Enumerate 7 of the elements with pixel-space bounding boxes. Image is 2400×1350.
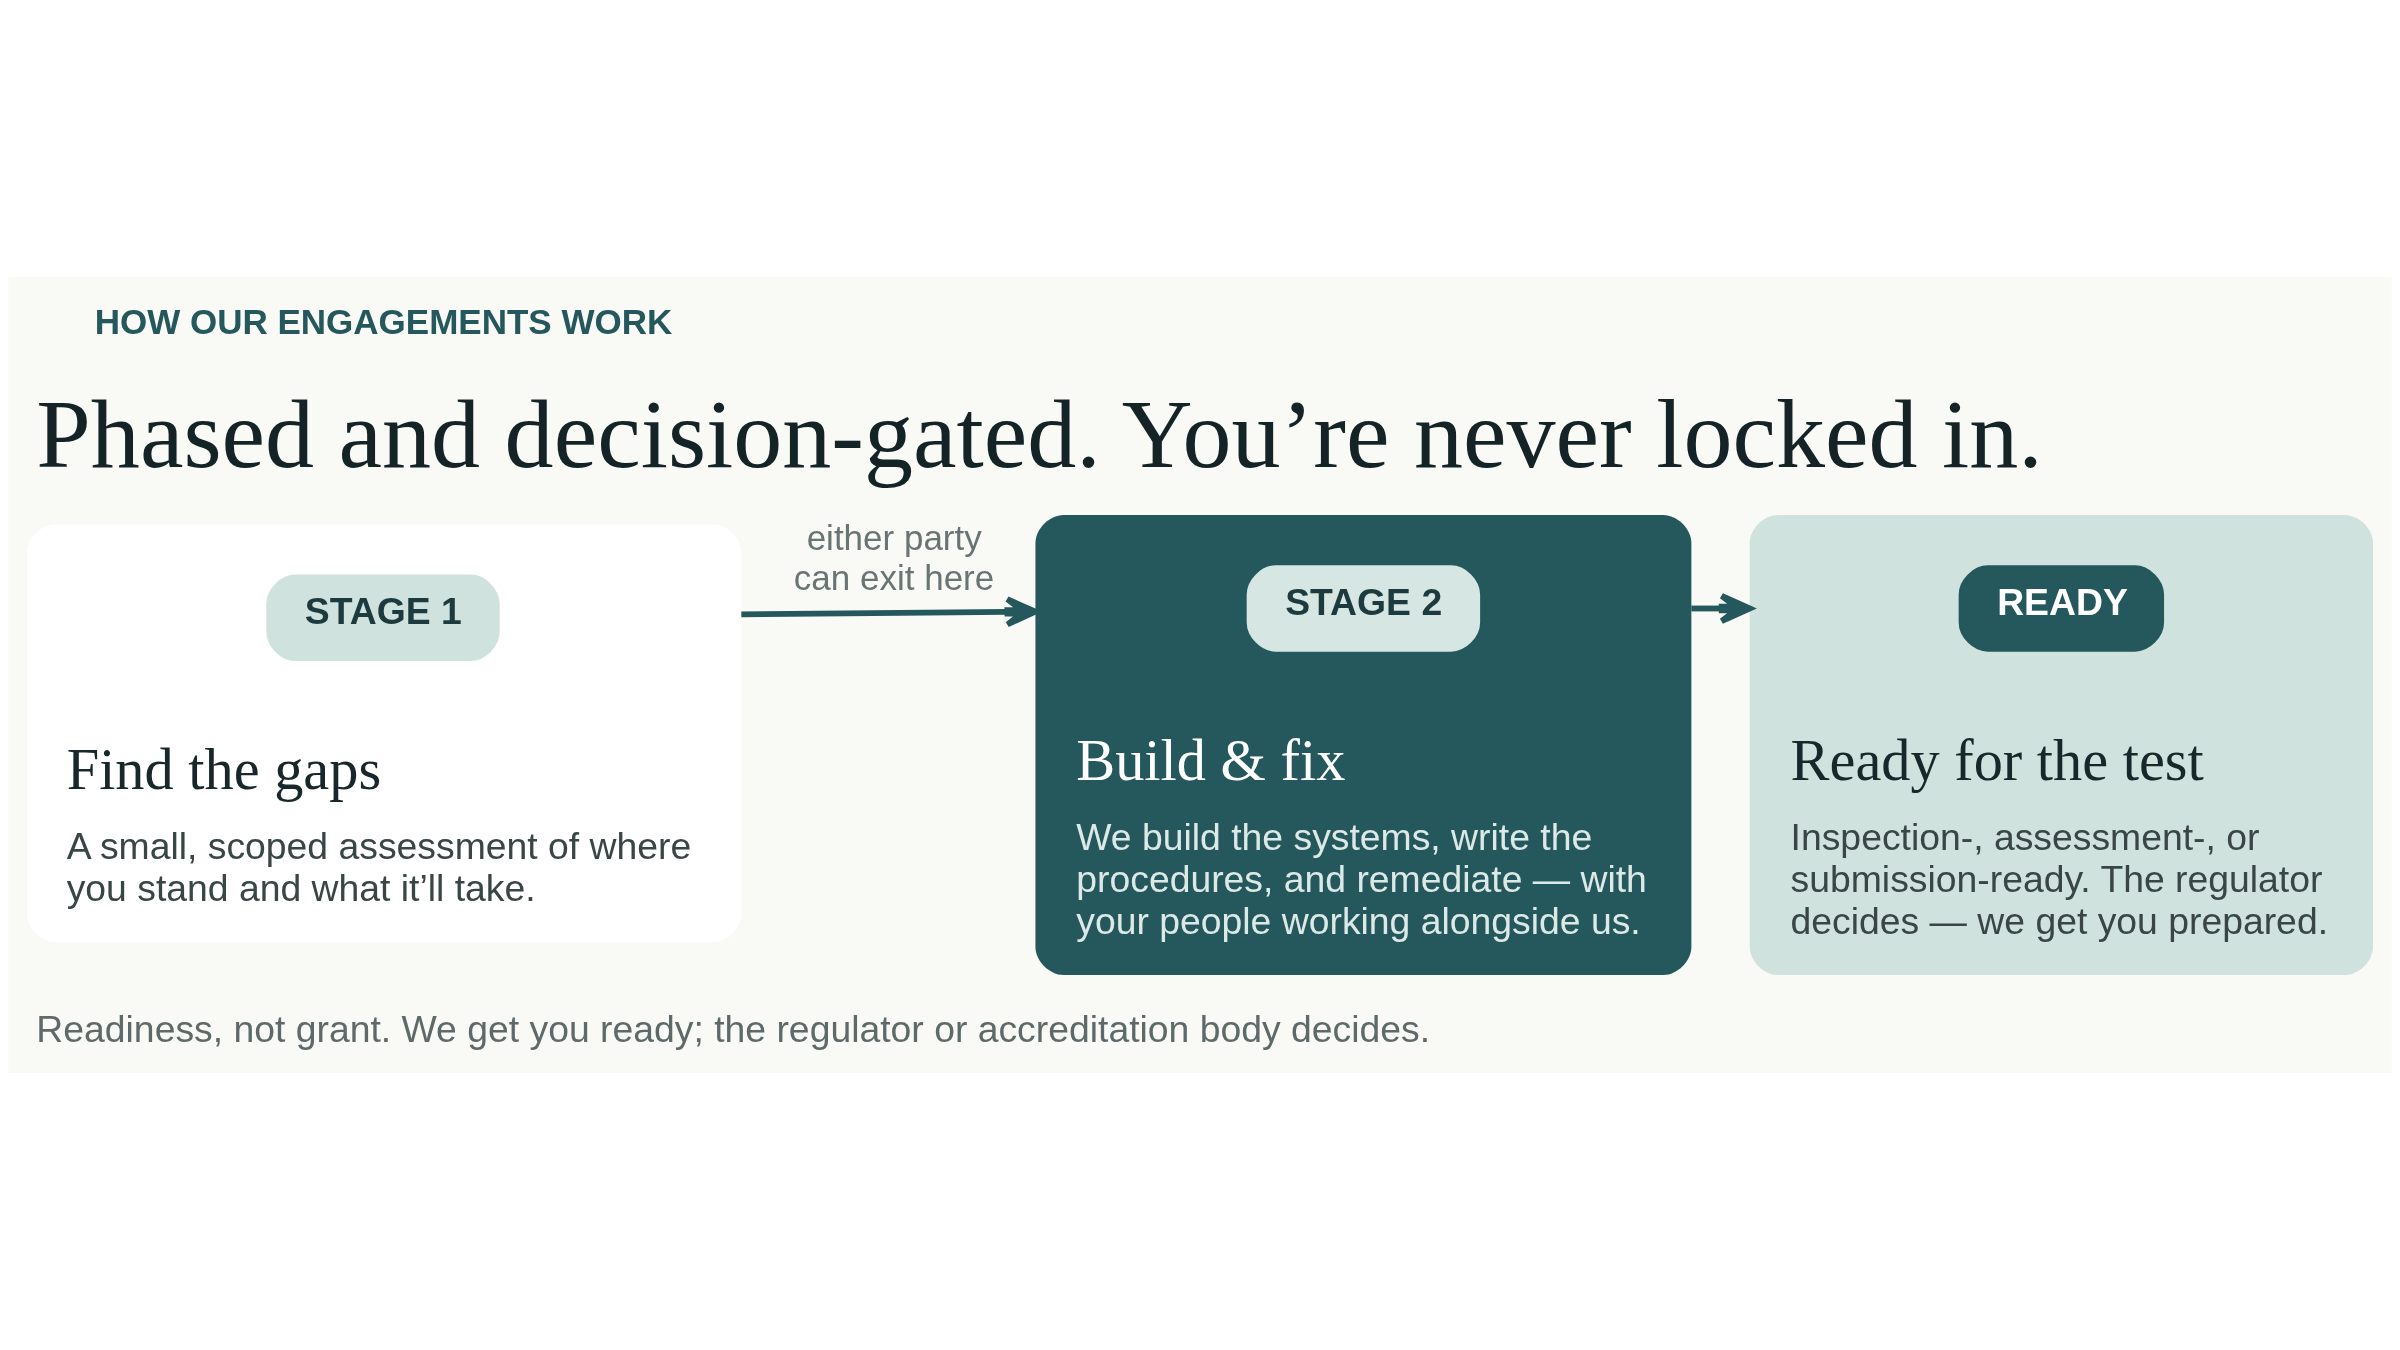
label: HOW OUR ENGAGEMENTS WORK	[94, 302, 673, 342]
edge-label: either party can exit here	[793, 518, 995, 597]
diagram-title: Phased and decision-gated. You’re never locked in.	[36, 380, 2043, 489]
node-box: STAGE 2	[1246, 565, 1481, 652]
caption: Readiness, not grant. We get you ready; the regulator or accreditation body decides.	[36, 1008, 1431, 1051]
node-box: STAGE 1	[266, 574, 500, 661]
node-box: READY	[1958, 565, 2165, 652]
